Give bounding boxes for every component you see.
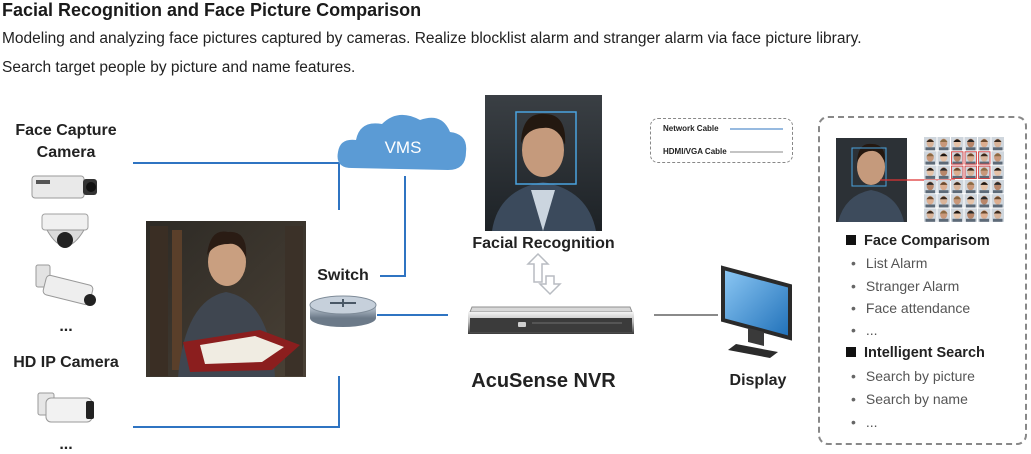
library-face-thumbnail	[951, 208, 964, 222]
list-item: Stranger Alarm	[851, 278, 959, 294]
library-face-thumbnail	[991, 165, 1004, 179]
library-face-thumbnail	[924, 165, 937, 179]
library-face-thumbnail	[937, 151, 950, 165]
library-face-thumbnail	[937, 179, 950, 194]
library-face-thumbnail	[978, 179, 991, 194]
cable-face-camera-to-switch	[133, 162, 340, 210]
section-intelligent-search: Intelligent Search	[846, 345, 985, 361]
library-face-thumbnail	[991, 208, 1004, 222]
library-face-thumbnail	[937, 208, 950, 222]
face-library-grid	[924, 137, 1004, 222]
network-cables	[133, 162, 448, 428]
display-label: Display	[729, 372, 787, 389]
library-face-thumbnail	[951, 194, 964, 208]
hd-ip-camera-icon	[37, 392, 94, 423]
library-face-thumbnail	[937, 137, 950, 151]
cable-vms-to-switch	[380, 176, 406, 277]
face-capture-camera-icon	[31, 175, 97, 199]
library-face-thumbnail	[964, 151, 977, 165]
ellipsis-hd-cameras: ...	[59, 436, 73, 453]
library-face-thumbnail	[978, 165, 991, 179]
library-face-thumbnail	[951, 151, 964, 165]
library-face-thumbnail	[978, 194, 991, 208]
person-photo	[146, 221, 306, 377]
nvr-device-icon	[468, 306, 634, 334]
legend-network-cable-label: Network Cable	[663, 124, 719, 133]
bullet-camera-icon	[35, 264, 96, 306]
hd-ip-camera-label: HD IP Camera	[13, 354, 119, 371]
display-monitor-icon	[721, 265, 792, 358]
library-face-thumbnail	[991, 137, 1004, 151]
library-face-thumbnail	[951, 165, 964, 179]
cable-legend	[650, 118, 793, 163]
features-panel	[818, 116, 1027, 445]
library-face-thumbnail	[978, 208, 991, 222]
face-capture-camera-label: Face Capture Camera	[15, 122, 117, 161]
list-item: Search by name	[851, 391, 968, 407]
list-item: List Alarm	[851, 255, 927, 271]
library-face-thumbnail	[924, 151, 937, 165]
list-item: ...	[851, 414, 878, 430]
nvr-label: AcuSense NVR	[471, 370, 616, 392]
facial-recognition-photo	[485, 95, 602, 231]
switch-label: Switch	[317, 267, 369, 284]
library-face-thumbnail	[991, 179, 1004, 194]
library-face-thumbnail	[937, 165, 950, 179]
library-face-thumbnail	[978, 137, 991, 151]
library-face-thumbnail	[924, 194, 937, 208]
cable-hd-camera-to-switch	[133, 376, 340, 428]
library-face-thumbnail	[991, 194, 1004, 208]
legend-hdmi-cable-label: HDMI/VGA Cable	[663, 147, 727, 156]
section-face-comparison: Face Comparisom	[846, 233, 990, 249]
ellipsis-cameras: ...	[59, 318, 73, 335]
library-face-thumbnail	[951, 179, 964, 194]
library-face-thumbnail	[924, 137, 937, 151]
switch-icon	[309, 295, 377, 327]
library-face-thumbnail	[937, 194, 950, 208]
dome-camera-icon	[41, 213, 89, 248]
library-face-thumbnail	[964, 137, 977, 151]
page-title: Facial Recognition and Face Picture Comp…	[2, 0, 422, 20]
facial-recognition-label: Facial Recognition	[472, 235, 615, 252]
library-face-thumbnail	[964, 194, 977, 208]
page-description-line-1: Modeling and analyzing face pictures cap…	[2, 30, 862, 47]
library-face-thumbnail	[991, 151, 1004, 165]
vms-cloud	[337, 114, 467, 170]
vms-label: VMS	[384, 138, 422, 157]
library-face-thumbnail	[964, 208, 977, 222]
list-item: Search by picture	[851, 368, 975, 384]
library-face-thumbnail	[924, 208, 937, 222]
sync-arrows-icon	[526, 252, 562, 296]
library-face-thumbnail	[924, 179, 937, 194]
library-face-thumbnail	[964, 165, 977, 179]
list-item: ...	[851, 322, 878, 338]
page-description-line-2: Search target people by picture and name…	[2, 59, 356, 76]
list-item: Face attendance	[851, 300, 970, 316]
library-face-thumbnail	[951, 137, 964, 151]
library-face-thumbnail	[978, 151, 991, 165]
library-face-thumbnail	[964, 179, 977, 194]
